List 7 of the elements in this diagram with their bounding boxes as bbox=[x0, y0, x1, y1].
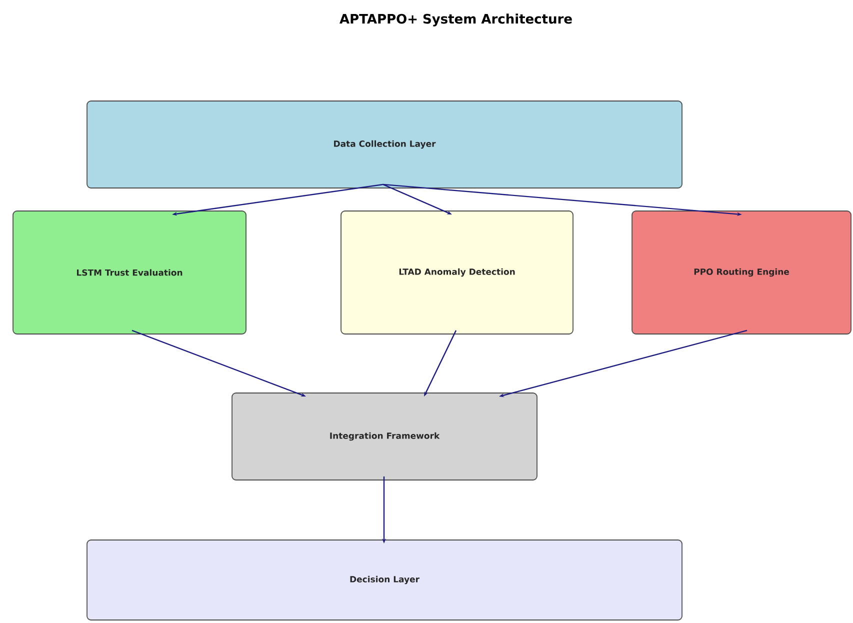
process-box: Data Collection Layer bbox=[86, 100, 682, 188]
process-box: LTAD Anomaly Detection bbox=[340, 210, 574, 334]
process-box: LSTM Trust Evaluation bbox=[12, 210, 246, 334]
diagram-title: APTAPPO+ System Architecture bbox=[340, 14, 572, 26]
process-box: Decision Layer bbox=[86, 540, 682, 620]
process-box: PPO Routing Engine bbox=[632, 210, 852, 334]
process-box: Integration Framework bbox=[232, 392, 538, 480]
